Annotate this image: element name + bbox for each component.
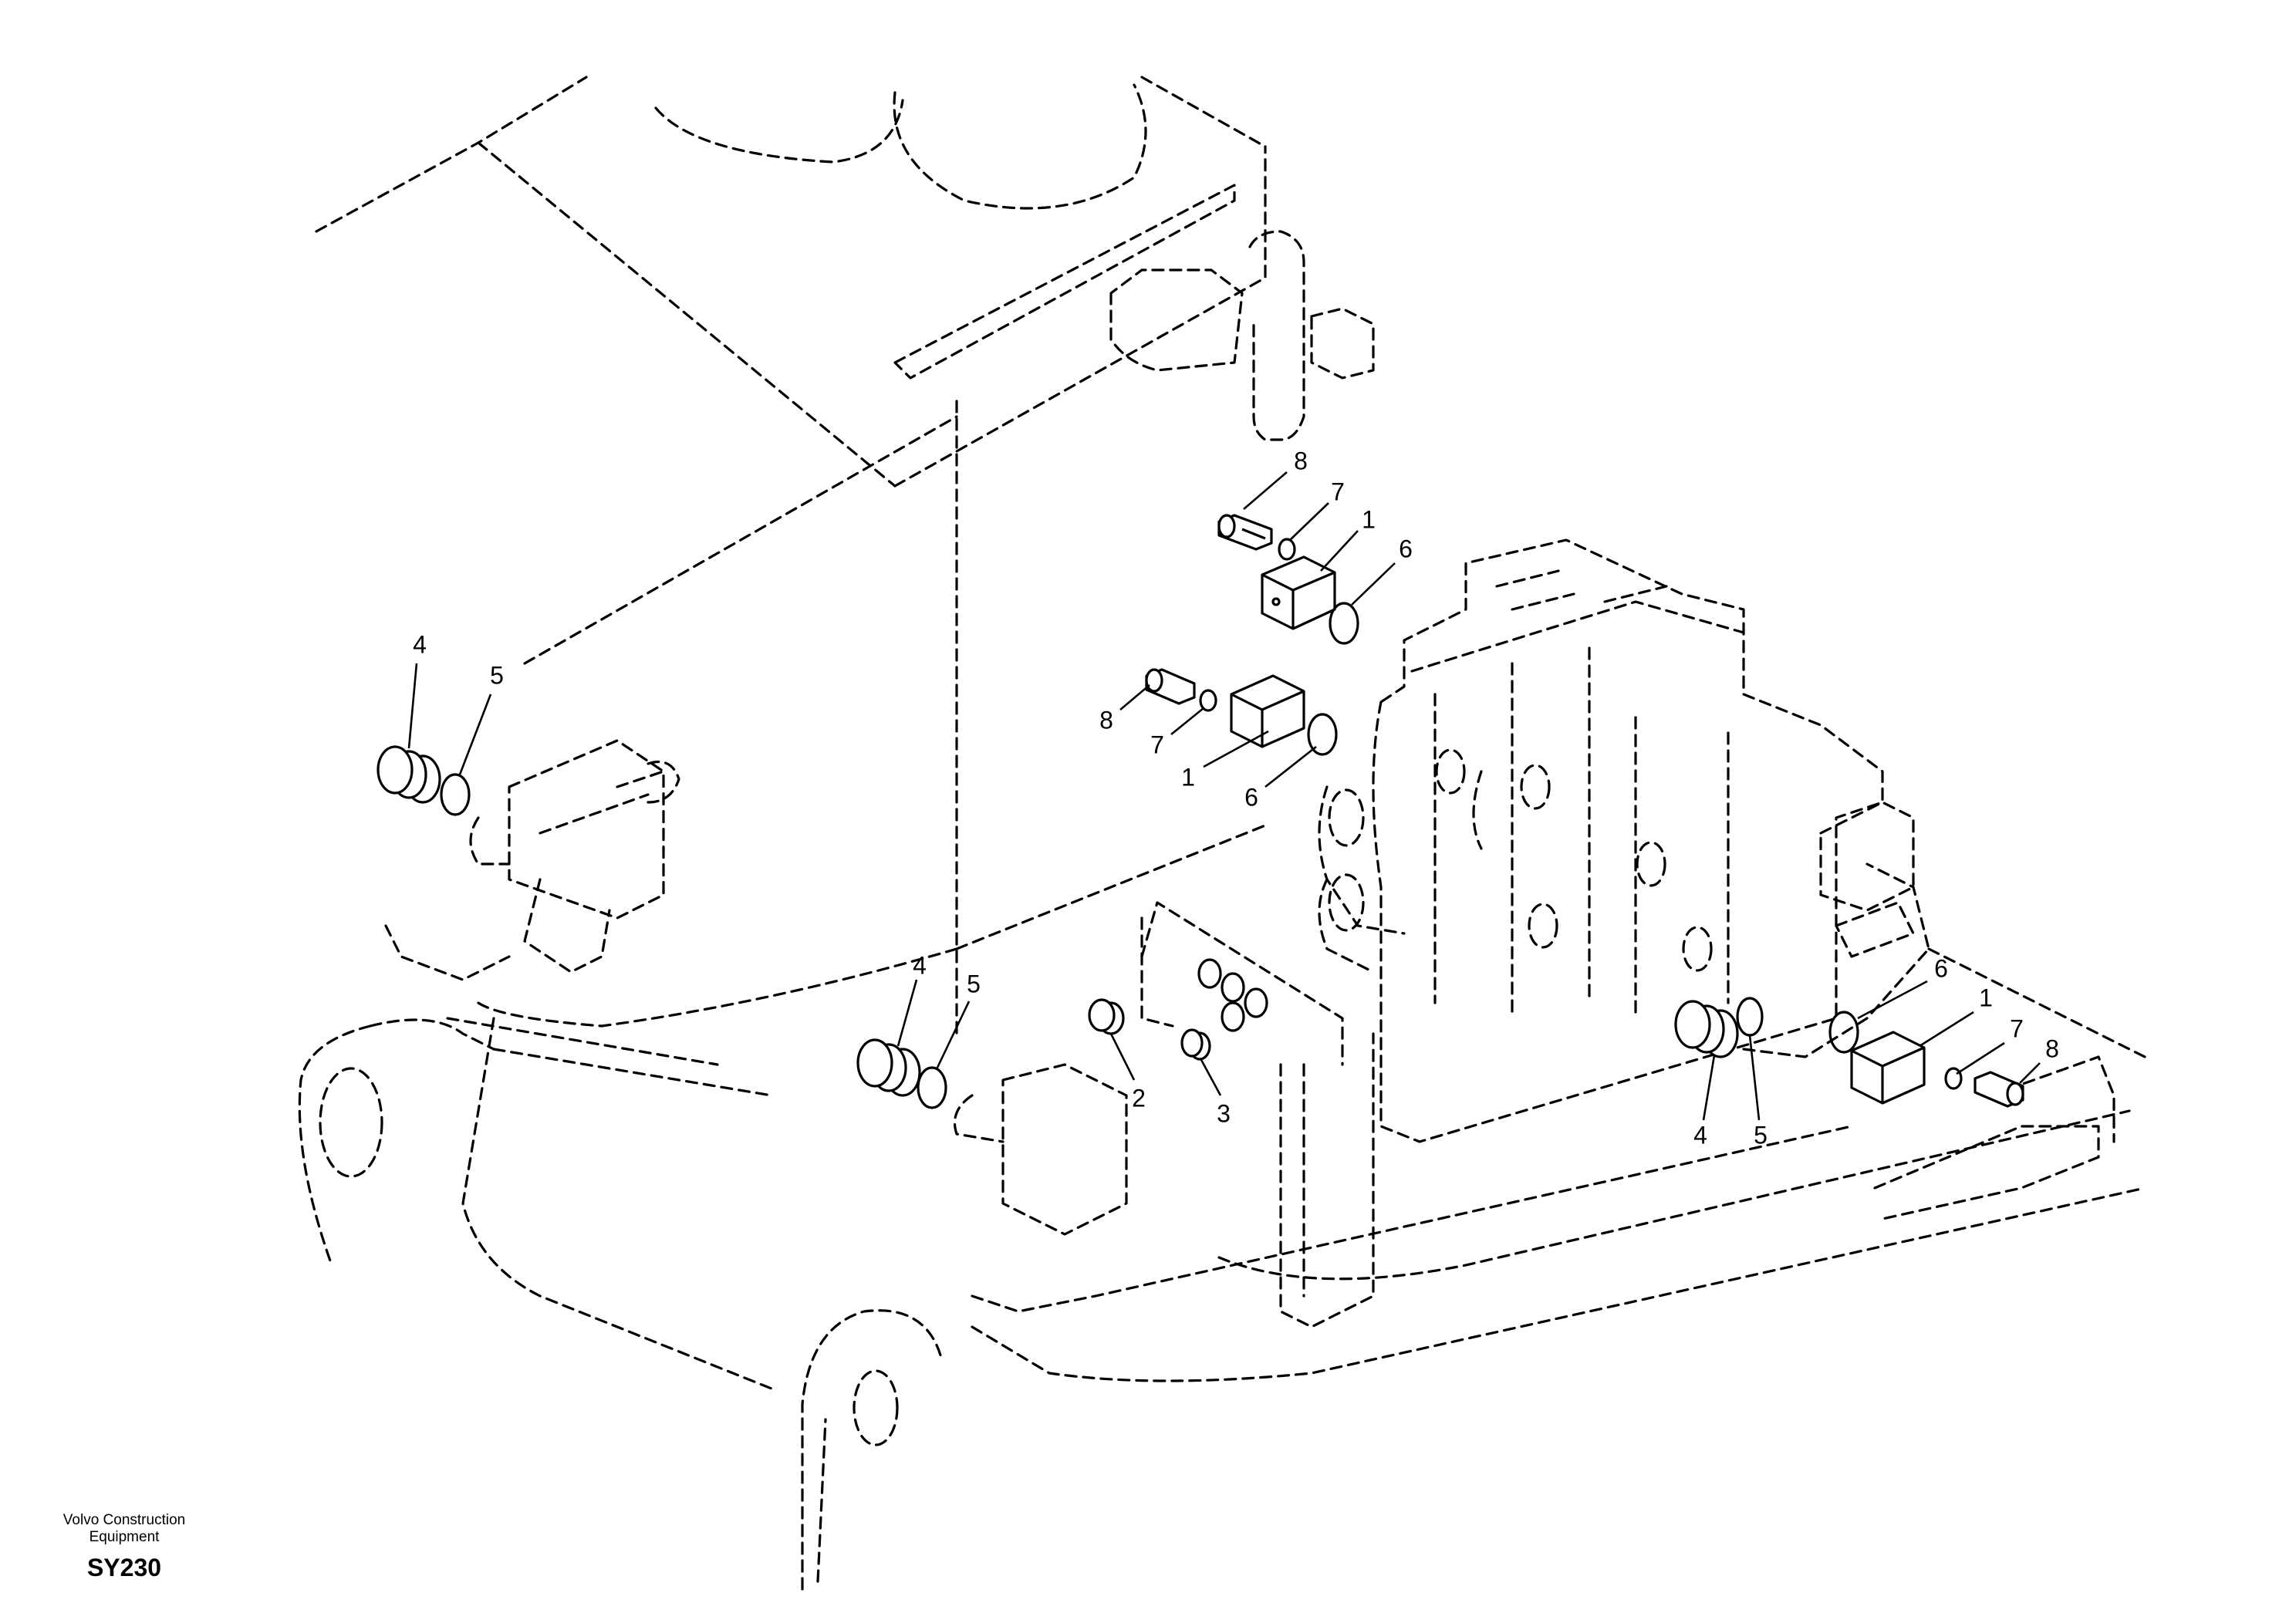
cover-flange-middle <box>1230 674 1305 748</box>
callout-4-right: 4 <box>1693 1121 1707 1149</box>
oring-right-6 <box>1828 1011 1859 1054</box>
washer-middle <box>1199 689 1217 712</box>
callout-8-middle: 8 <box>1099 706 1113 734</box>
callout-5-center: 5 <box>967 970 981 997</box>
callout-7-top: 7 <box>1331 478 1345 505</box>
bolt-middle <box>1145 668 1196 705</box>
bolt-top <box>1217 514 1273 551</box>
brand-line-1: Volvo Construction <box>62 1512 186 1528</box>
cover-flange-right <box>1850 1031 1926 1105</box>
oring-right-5 <box>1736 997 1764 1037</box>
washer-top <box>1278 538 1296 561</box>
callout-8-right: 8 <box>2045 1034 2059 1062</box>
bolt-right <box>1974 1071 2024 1108</box>
callout-6-top: 6 <box>1399 535 1413 562</box>
parts-solid <box>376 514 2024 1109</box>
callout-1-right: 1 <box>1979 984 1993 1011</box>
plug-right <box>1674 1000 1739 1058</box>
callout-5-left: 5 <box>490 661 504 689</box>
callout-8-top: 8 <box>1294 447 1308 474</box>
plug-left <box>376 745 441 804</box>
callout-3: 3 <box>1217 1099 1231 1127</box>
callout-1-middle: 1 <box>1181 763 1195 791</box>
callout-1-top: 1 <box>1362 505 1376 533</box>
callout-4-center: 4 <box>913 951 927 979</box>
oring-middle <box>1307 713 1338 756</box>
callout-labels: 8 7 1 6 8 7 1 6 4 5 4 5 2 3 4 5 6 1 7 8 <box>413 447 2059 1149</box>
plug-center <box>856 1038 921 1097</box>
oring-center <box>917 1066 947 1109</box>
callout-leaders <box>407 471 2041 1121</box>
fitting-2 <box>1088 998 1125 1035</box>
brand-block: Volvo Construction Equipment SY230 <box>35 1512 213 1581</box>
brand-line-2: Equipment <box>89 1529 160 1545</box>
callout-4-left: 4 <box>413 630 427 658</box>
valve-port-fittings <box>1197 958 1268 1032</box>
oring-left <box>440 773 471 816</box>
fitting-3 <box>1180 1028 1211 1061</box>
callout-2: 2 <box>1132 1084 1146 1112</box>
callout-6-right: 6 <box>1934 954 1948 982</box>
machine-outline-ghost <box>298 76 2146 1591</box>
callout-5-right: 5 <box>1754 1121 1768 1149</box>
callout-7-right: 7 <box>2010 1014 2024 1042</box>
diagram-code: SY230 <box>86 1554 162 1581</box>
oring-top <box>1329 602 1359 645</box>
callout-7-middle: 7 <box>1150 731 1164 758</box>
callout-6-middle: 6 <box>1244 783 1258 811</box>
